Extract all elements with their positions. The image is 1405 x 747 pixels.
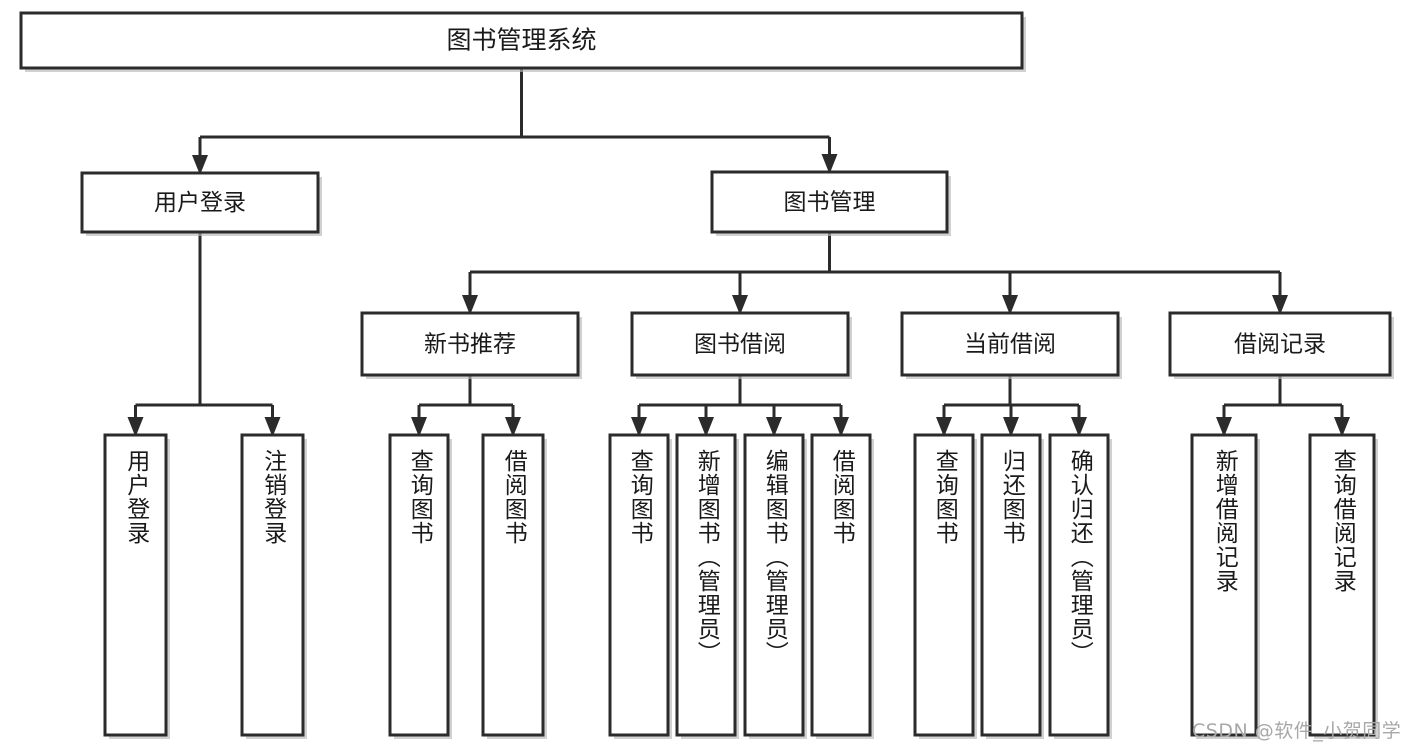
node-box-recommend-query-book[interactable]	[388, 433, 450, 737]
arrow-head-icon	[505, 417, 521, 437]
arrow-head-icon	[1071, 417, 1087, 437]
node-box-borrow-edit-book[interactable]	[743, 433, 805, 737]
node-box-root[interactable]	[19, 11, 1024, 70]
arrow-head-icon	[833, 417, 849, 437]
node-box-borrow-record[interactable]	[1168, 311, 1392, 377]
node-box-layer	[19, 11, 1394, 739]
node-box-borrow-add-book[interactable]	[675, 433, 737, 737]
node-label-current-borrow: 当前借阅	[964, 332, 1056, 358]
arrow-head-icon	[462, 295, 478, 315]
node-box-user-login-leaf[interactable]	[103, 433, 168, 737]
arrow-head-icon	[1272, 295, 1288, 315]
node-label-borrow-record: 借阅记录	[1234, 332, 1326, 358]
arrow-head-icon	[264, 417, 281, 437]
node-label-root: 图书管理系统	[446, 26, 596, 55]
node-box-current-borrow[interactable]	[900, 311, 1120, 377]
arrow-head-icon	[1334, 417, 1350, 437]
arrow-head-icon	[936, 417, 952, 437]
watermark-credit: CSDN @软件_小贺同学	[1192, 720, 1402, 742]
node-box-user-login[interactable]	[80, 171, 320, 234]
arrow-head-icon	[1002, 295, 1018, 315]
node-box-current-query-book[interactable]	[913, 433, 975, 737]
node-label-book-management: 图书管理	[784, 190, 876, 216]
node-box-user-logout-leaf[interactable]	[240, 433, 305, 737]
arrow-head-icon	[1216, 417, 1232, 437]
arrow-head-icon	[127, 417, 144, 437]
arrow-head-icon	[698, 417, 714, 437]
arrow-head-icon	[411, 417, 427, 437]
node-box-new-book-recommend[interactable]	[360, 311, 580, 377]
node-box-recommend-borrow-book[interactable]	[481, 433, 545, 737]
node-box-borrow-borrow-book[interactable]	[810, 433, 872, 737]
node-box-borrow-query-book[interactable]	[608, 433, 670, 737]
node-box-record-query[interactable]	[1308, 433, 1376, 737]
arrow-head-icon	[192, 155, 208, 175]
node-box-book-management[interactable]	[710, 170, 949, 234]
node-box-current-confirm-return[interactable]	[1048, 433, 1110, 737]
arrow-head-icon	[766, 417, 782, 437]
node-label-user-login: 用户登录	[154, 190, 246, 216]
arrow-head-icon	[821, 154, 838, 174]
node-box-book-borrow[interactable]	[630, 311, 850, 377]
node-label-book-borrow: 图书借阅	[694, 332, 786, 358]
arrow-head-icon	[631, 417, 647, 437]
node-box-current-return-book[interactable]	[980, 433, 1042, 737]
arrow-head-icon	[732, 295, 748, 315]
node-label-new-book-recommend: 新书推荐	[424, 332, 516, 358]
connector-layer	[127, 68, 1350, 437]
arrow-head-icon	[1003, 417, 1019, 437]
node-box-record-add[interactable]	[1190, 433, 1258, 737]
